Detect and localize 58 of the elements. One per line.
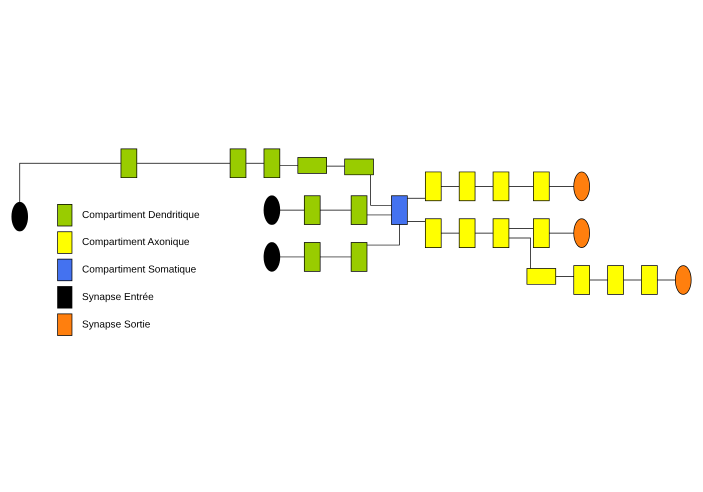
- node-box: [533, 171, 550, 201]
- connector: [280, 256, 305, 257]
- connector: [441, 185, 460, 186]
- connector: [508, 237, 531, 268]
- node-box: [350, 194, 368, 224]
- connector: [548, 185, 574, 186]
- node-box: [264, 148, 280, 178]
- node-box: [297, 156, 327, 174]
- connector: [474, 232, 494, 234]
- legend-label: Synapse Entrée: [82, 291, 154, 302]
- connector: [366, 224, 400, 245]
- node-box: [230, 148, 246, 178]
- connector: [280, 209, 305, 210]
- node-box: [424, 218, 442, 248]
- connector: [320, 256, 352, 257]
- legend-label: Compartiment Axonique: [82, 236, 190, 248]
- connector: [474, 185, 494, 186]
- node-box: [424, 171, 442, 201]
- node-box: [492, 218, 510, 248]
- node-box: [120, 148, 138, 178]
- node-ellipse: [573, 171, 590, 201]
- node-ellipse: [11, 201, 28, 231]
- connector: [508, 185, 534, 186]
- node-box: [533, 218, 550, 248]
- node-ellipse: [264, 194, 280, 224]
- connector: [246, 162, 264, 164]
- node-ellipse: [264, 242, 280, 272]
- node-box: [641, 264, 658, 294]
- node-box: [350, 242, 368, 272]
- node-ellipse: [573, 218, 590, 248]
- node-box: [607, 264, 624, 294]
- connector: [19, 162, 122, 202]
- connector: [441, 232, 460, 234]
- node-box: [344, 158, 374, 175]
- node-ellipse: [674, 264, 692, 294]
- connector: [407, 220, 426, 222]
- connector: [366, 214, 392, 215]
- connector: [407, 197, 426, 198]
- node-box: [304, 194, 321, 224]
- connector: [623, 279, 642, 280]
- legend-label: Synapse Sortie: [82, 318, 150, 330]
- connector: [657, 279, 676, 280]
- connector: [280, 164, 298, 166]
- connector: [590, 279, 608, 280]
- node-box: [526, 268, 556, 284]
- connector: [320, 209, 352, 210]
- connector: [370, 174, 392, 206]
- connector: [548, 232, 574, 234]
- connector: [136, 162, 230, 164]
- node-box: [573, 264, 590, 294]
- node-box: [391, 194, 408, 224]
- legend-label: Compartiment Somatique: [82, 264, 196, 276]
- node-box: [304, 242, 321, 272]
- node-box: [492, 171, 510, 201]
- legend-label: Compartiment Dendritique: [82, 209, 200, 220]
- connector: [326, 165, 345, 166]
- node-box: [458, 218, 476, 248]
- node-box: [458, 171, 476, 201]
